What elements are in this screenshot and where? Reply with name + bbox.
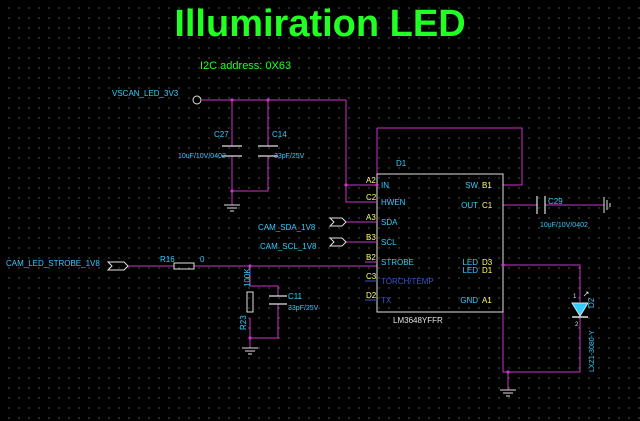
- ic-pin-number: B1: [482, 181, 492, 190]
- ic-pin-right-0: B1 SW: [465, 181, 492, 190]
- c14-ref: C14: [272, 130, 287, 139]
- ic-pin-number: A2: [366, 176, 376, 185]
- net-vscan: VSCAN_LED_3V3: [112, 89, 202, 105]
- wire-led-cathode: [508, 318, 581, 373]
- ground-ic: [500, 389, 516, 397]
- resistor-r23: R23 100K: [239, 268, 254, 330]
- r16-ref: R16: [160, 255, 175, 264]
- ic-pin-name: HWEN: [381, 198, 406, 207]
- ic-pin-name: STROBE: [381, 258, 414, 267]
- ic-body: [376, 173, 504, 313]
- c29-value: 10uF/10V/0402: [540, 222, 588, 229]
- ground-caps: [224, 204, 240, 212]
- ic-pin-number: D2: [366, 291, 377, 300]
- r23-value: 100K: [243, 268, 252, 287]
- led-d2: D2 LXZ1-3080-Y 1 2: [571, 291, 596, 372]
- ic-pin-name: LED: [462, 266, 478, 275]
- ic-pin-number: A1: [482, 296, 492, 305]
- ic-pin-name: GND: [460, 296, 478, 305]
- d2-ref: D2: [587, 297, 596, 308]
- net-scl-label: CAM_SCL_1V8: [260, 242, 317, 251]
- wire-gnd: [502, 300, 509, 390]
- ic-ref: D1: [396, 159, 407, 168]
- capacitor-c14: C14 33pF/25V: [258, 130, 305, 160]
- junctions: [230, 98, 510, 374]
- net-strobe-label: CAM_LED_STROBE_1V8: [6, 259, 100, 268]
- c14-value: 33pF/25V: [274, 153, 305, 160]
- ic-pin-name: TORCH/TEMP: [381, 277, 434, 286]
- wire-sw-loop: [377, 127, 523, 186]
- r16-value: 0: [200, 255, 205, 264]
- ic-pin-name: SW: [465, 181, 478, 190]
- ic-pin-name: IN: [381, 181, 389, 190]
- d2-pin1: 1: [573, 294, 577, 300]
- ground-symbols: [224, 197, 611, 397]
- ground-c29: [603, 197, 611, 213]
- ic-pin-right-2: D3 LED: [462, 258, 492, 267]
- ic-pin-number: B2: [366, 253, 376, 262]
- resistor-r16: R16 0: [160, 255, 205, 270]
- ic-pin-number: A3: [366, 213, 376, 222]
- wire-vscan-in: [345, 100, 377, 186]
- ic-pin-number: D1: [482, 266, 493, 275]
- net-vscan-label: VSCAN_LED_3V3: [112, 89, 179, 98]
- ground-strobe: [242, 347, 258, 355]
- ic-part: LM3648YFFR: [393, 316, 443, 325]
- ic-pin-right-1: C1 OUT: [461, 201, 493, 210]
- capacitor-c29: C29 10uF/10V/0402: [536, 196, 588, 229]
- c27-value: 10uF/10V/0402: [178, 153, 226, 160]
- capacitor-c11: C11 33pF/25V: [269, 292, 319, 312]
- net-sda: CAM_SDA_1V8: [258, 217, 347, 232]
- c29-ref: C29: [548, 197, 563, 206]
- i2c-address-note: I2C address: 0X63: [200, 60, 292, 72]
- net-strobe: CAM_LED_STROBE_1V8: [6, 259, 129, 271]
- ic-pin-number: B3: [366, 233, 376, 242]
- ic-pin-name: TX: [381, 296, 392, 305]
- ic-pin-right-4: A1 GND: [460, 296, 492, 305]
- ic-pin-number: C3: [366, 272, 377, 281]
- wires: [128, 99, 604, 390]
- net-sda-label: CAM_SDA_1V8: [258, 223, 316, 232]
- ic-pin-name: SCL: [381, 238, 397, 247]
- ic-pin-name: OUT: [461, 201, 478, 210]
- ic-pin-number: C1: [482, 201, 493, 210]
- c11-value: 33pF/25V: [288, 305, 319, 312]
- wire-c14-bottom: [231, 156, 269, 205]
- ic-pin-name: SDA: [381, 218, 398, 227]
- ic-pin-number: D3: [482, 258, 493, 267]
- ic-pin-name: LED: [462, 258, 478, 267]
- d2-value: LXZ1-3080-Y: [589, 330, 596, 372]
- r23-ref: R23: [239, 315, 248, 330]
- schematic-title: Illumiration LED: [174, 3, 466, 45]
- wire-led-d3: [503, 264, 581, 302]
- wire-c11-bottom: [250, 304, 279, 339]
- capacitor-c27: C27 10uF/10V/0402: [178, 130, 242, 160]
- ic-pin-number: C2: [366, 193, 377, 202]
- c11-ref: C11: [288, 292, 303, 301]
- c27-ref: C27: [214, 130, 229, 139]
- wire-c11-top: [250, 285, 279, 296]
- net-scl: CAM_SCL_1V8: [260, 237, 347, 251]
- ic-pin-right-3: D1 LED: [462, 266, 492, 275]
- d2-pin2: 2: [575, 322, 579, 328]
